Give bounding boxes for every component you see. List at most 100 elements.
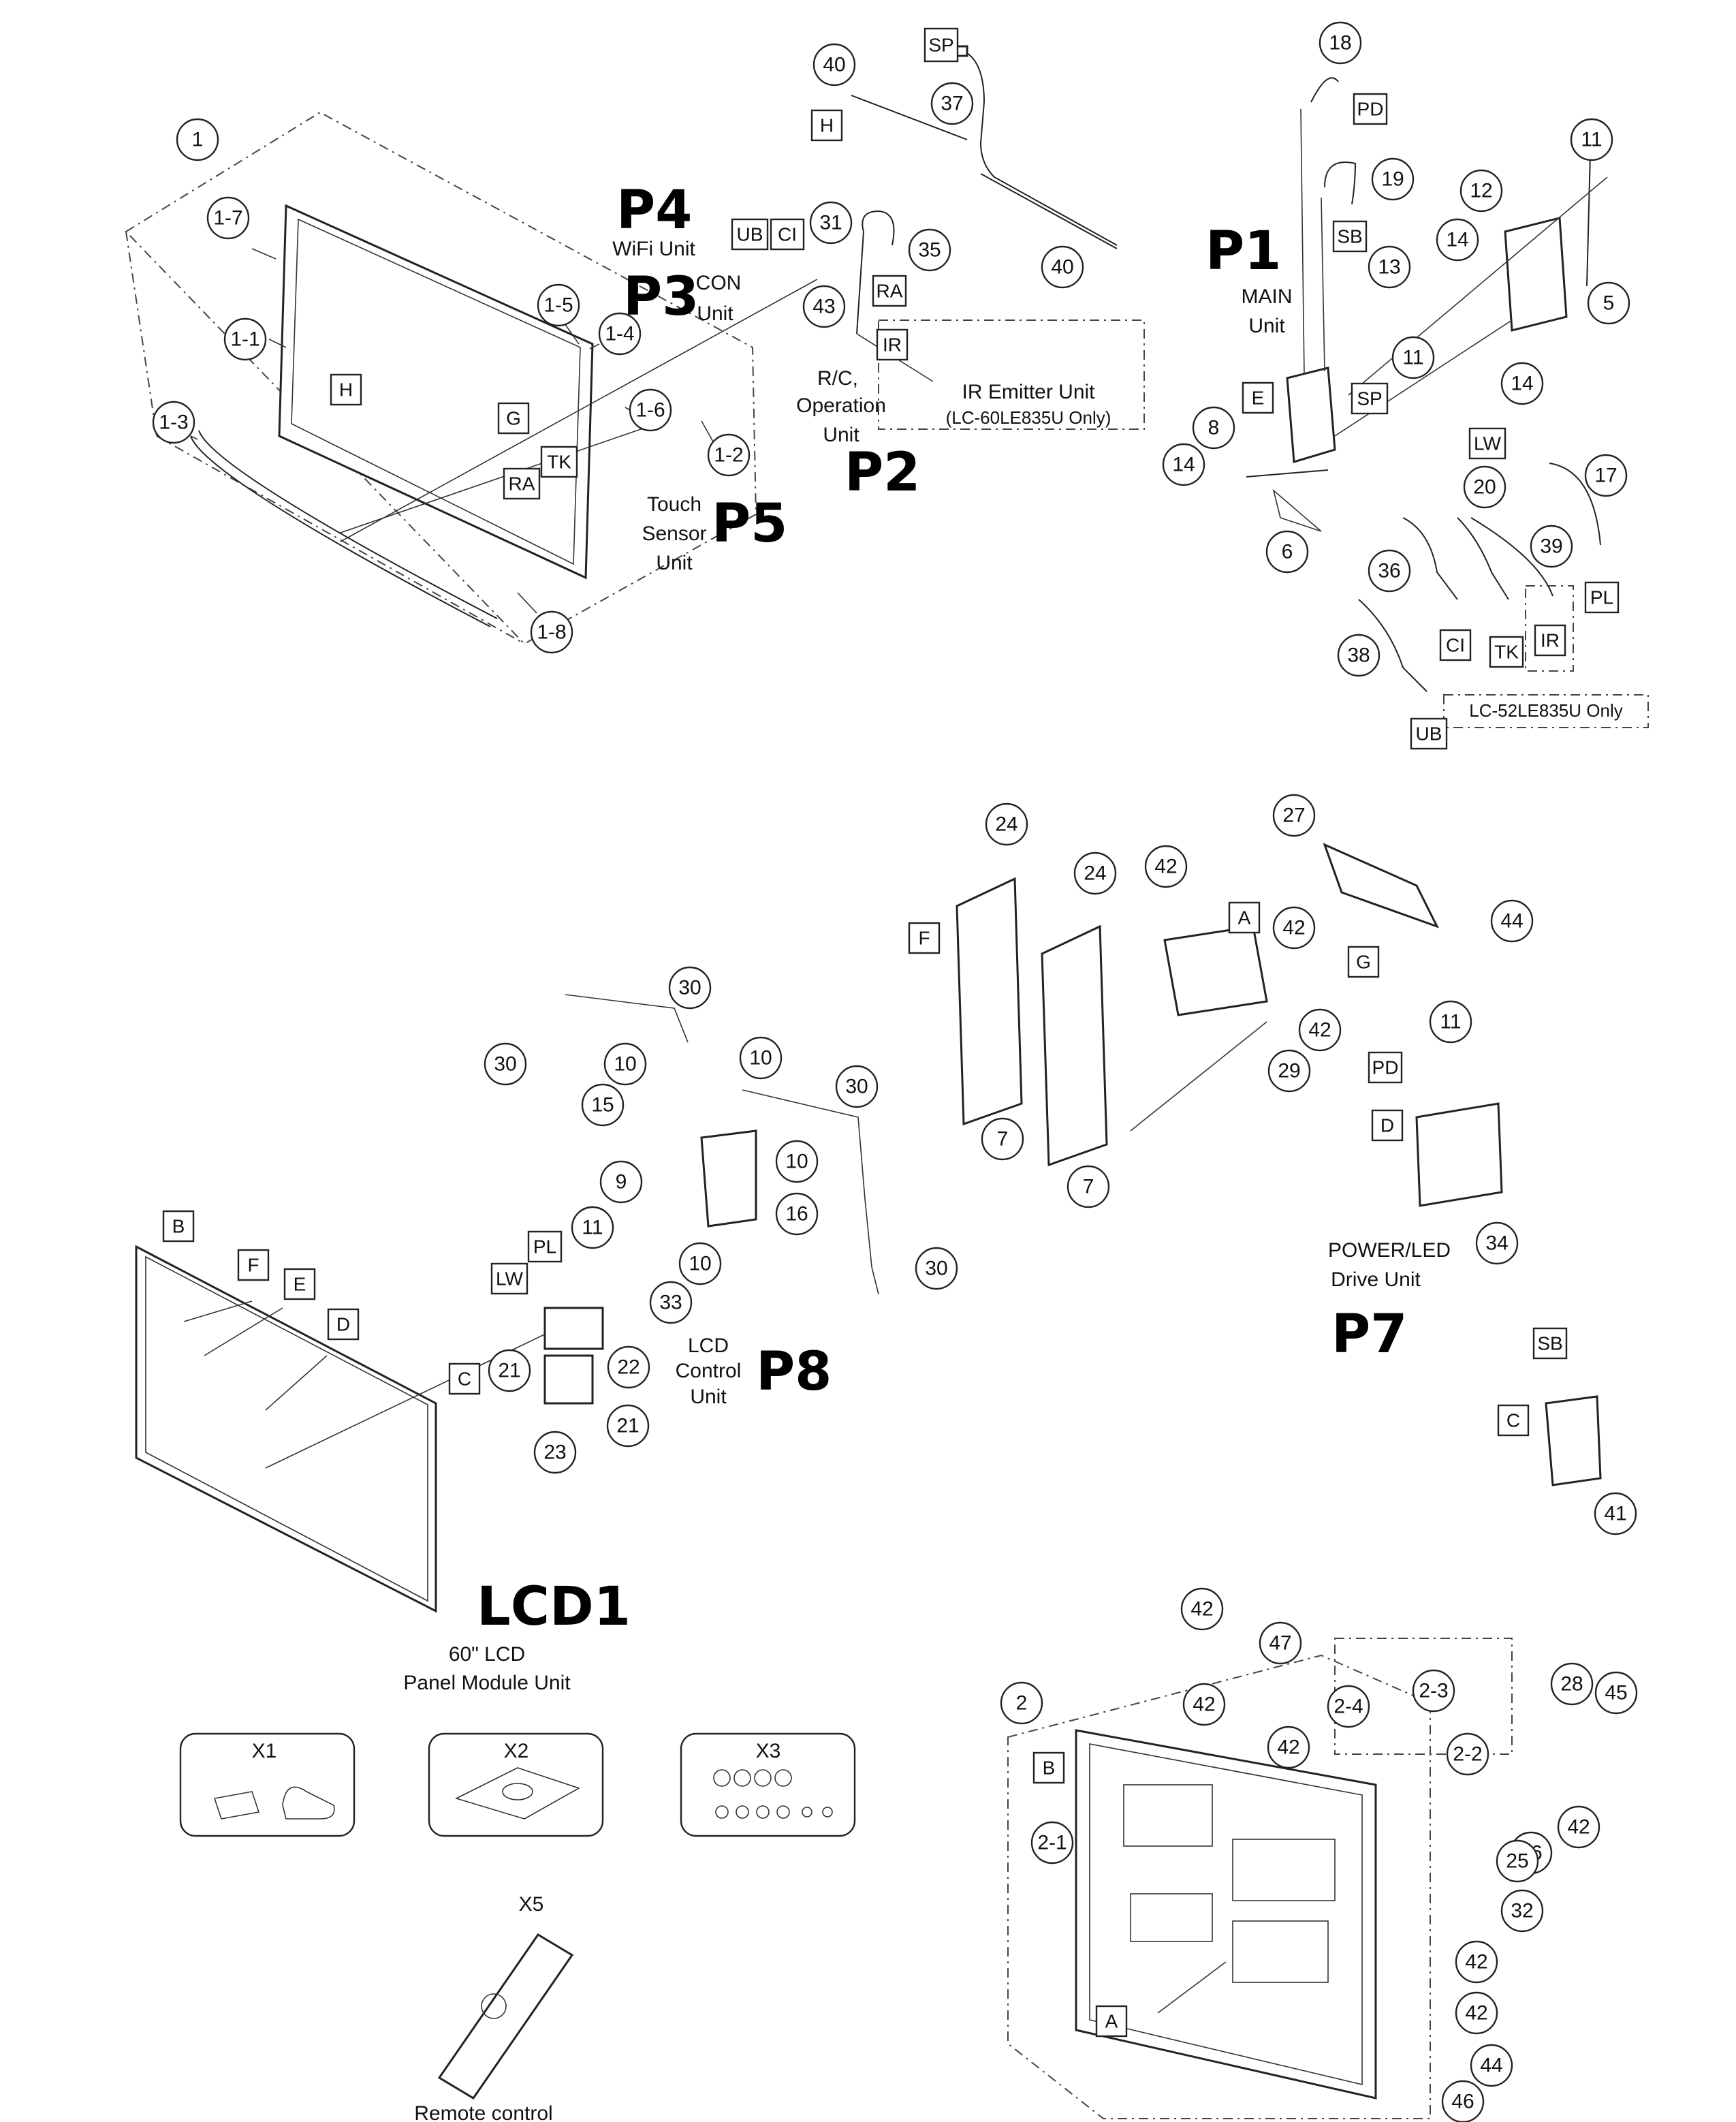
callout-number: 30 (494, 1053, 516, 1076)
callout-circle (915, 1247, 958, 1290)
connector-tag-label: IR (883, 334, 902, 356)
callout-circle (812, 43, 856, 87)
callout-c-37: 37 (930, 82, 974, 125)
handwritten-p5: P5 (712, 493, 787, 555)
connector-tag-t-D-lcd: D (327, 1308, 360, 1341)
bracket-a (1163, 925, 1268, 1016)
lcd-control-unit (543, 1307, 604, 1350)
callout-number: 43 (812, 296, 835, 318)
callout-c-40b: 40 (1041, 245, 1084, 289)
callout-circle (606, 1404, 650, 1448)
callout-c-7a: 7 (981, 1117, 1024, 1161)
connector-tag-box (1439, 629, 1472, 661)
connector-tag-label: F (918, 928, 930, 949)
callout-number: 12 (1470, 180, 1492, 202)
connector-tag-box (1534, 624, 1566, 657)
accessory-label-x3: X3 (756, 1740, 781, 1762)
connector-tag-label: LW (1474, 433, 1501, 454)
connector-8 (1246, 469, 1329, 478)
assembly-2-outline (1007, 1654, 1431, 2119)
remote-control-label: Remote control (414, 2102, 552, 2122)
connector-tag-label: PD (1357, 99, 1384, 120)
connector-tag-t-UB-main: UB (1410, 717, 1448, 750)
connector-tag-t-E-lcd: E (283, 1268, 316, 1300)
callout-c-42d: 42 (1180, 1587, 1224, 1631)
callout-number: 10 (749, 1047, 772, 1070)
lcd-panel-inner (145, 1255, 428, 1602)
panel-module-label-2: Panel Module Unit (403, 1672, 571, 1694)
connector-tag-label: H (820, 115, 834, 136)
callout-circle (1470, 2044, 1513, 2087)
callout-c-10c: 10 (775, 1140, 819, 1183)
callout-circle (1475, 1221, 1519, 1265)
callout-number: 2-2 (1453, 1743, 1482, 1766)
callout-number: 10 (785, 1151, 808, 1173)
callout-number: 8 (1208, 417, 1220, 439)
connector-tag-t-CI-main: CI (1439, 629, 1472, 661)
connector-tag-t-C-mid: C (1497, 1404, 1530, 1437)
connector-tag-t-UB-top: UB (731, 218, 769, 251)
cable-18 (1310, 77, 1339, 103)
connector-tag-box (1242, 381, 1274, 414)
connector-tag-t-A-cab: A (1095, 2005, 1128, 2038)
leader-1-2 (701, 420, 714, 443)
callout-number: 2-3 (1419, 1680, 1448, 1702)
callout-c-38: 38 (1337, 634, 1380, 677)
connector-tag-box (1468, 427, 1506, 460)
ro-unit-label-1: R/C, (817, 367, 858, 390)
callout-circle (1298, 1008, 1342, 1052)
connector-tag-t-PD-mid: PD (1368, 1051, 1403, 1084)
x3-screw (715, 1805, 729, 1819)
touch-sensor-label-2: Sensor (642, 522, 706, 545)
main-screw-leader (1348, 176, 1608, 396)
cable-37 (963, 50, 1118, 246)
connector-tag-t-PL-lcd: PL (527, 1230, 563, 1263)
callout-c-42f: 42 (1267, 1726, 1310, 1769)
callout-number: 42 (1567, 1816, 1590, 1839)
connector-tag-label: G (506, 408, 521, 429)
cable-39a (1457, 517, 1509, 600)
callout-c-11c: 11 (1429, 1000, 1472, 1044)
callout-circle (1459, 169, 1503, 213)
callout-c-17: 17 (1584, 454, 1628, 497)
callout-number: 42 (1154, 856, 1177, 878)
connector-tag-box (872, 275, 907, 307)
connector-tag-t-SB-top: SB (1332, 220, 1368, 253)
connector-tag-box (1332, 220, 1368, 253)
callout-number: 14 (1172, 454, 1195, 476)
power-led-label-2: Drive Unit (1331, 1268, 1421, 1291)
ir-emitter-label: IR Emitter Unit (962, 381, 1095, 403)
connector-tag-label: PD (1372, 1057, 1399, 1078)
handwritten-p7: P7 (1331, 1304, 1407, 1365)
connector-tag-t-B-cab: B (1032, 1751, 1065, 1784)
lcd-control-label-1: LCD (688, 1335, 729, 1357)
callout-number: 1-1 (230, 328, 259, 351)
x3-screws (713, 1769, 833, 1819)
connector-tag-label: PL (1590, 587, 1613, 608)
callout-number: 42 (1193, 1694, 1215, 1716)
front-bezel (278, 204, 594, 580)
callout-circle (1446, 1732, 1489, 1776)
connector-tag-box (731, 218, 769, 251)
callout-circle (607, 1345, 650, 1389)
callout-circle (1570, 118, 1613, 161)
callout-number: 2-1 (1037, 1832, 1067, 1854)
connector-tag-box (924, 27, 959, 63)
callout-number: 2-4 (1333, 1696, 1363, 1718)
connector-tag-label: SB (1337, 226, 1362, 247)
assembly-1-outline (125, 111, 757, 645)
handwritten-annotations: P1 P2 P3 P4 P5 P7 P8 LCD1 (477, 180, 1407, 1638)
handwritten-p4: P4 (616, 180, 692, 241)
connector-tag-t-RA-top: RA (872, 275, 907, 307)
lcd-control-boards (543, 1354, 594, 1405)
back-cabinet-inner (1089, 1743, 1363, 2086)
connector-tag-t-G-mid: G (1347, 946, 1380, 978)
callout-circle (707, 433, 751, 477)
callout-circle (678, 1242, 722, 1285)
callout-c-13: 13 (1368, 245, 1411, 289)
connector-tag-t-PD-top: PD (1353, 93, 1388, 125)
callout-circle (1267, 1726, 1310, 1769)
connector-tag-box (330, 373, 362, 406)
front-bezel-inner (291, 218, 581, 565)
